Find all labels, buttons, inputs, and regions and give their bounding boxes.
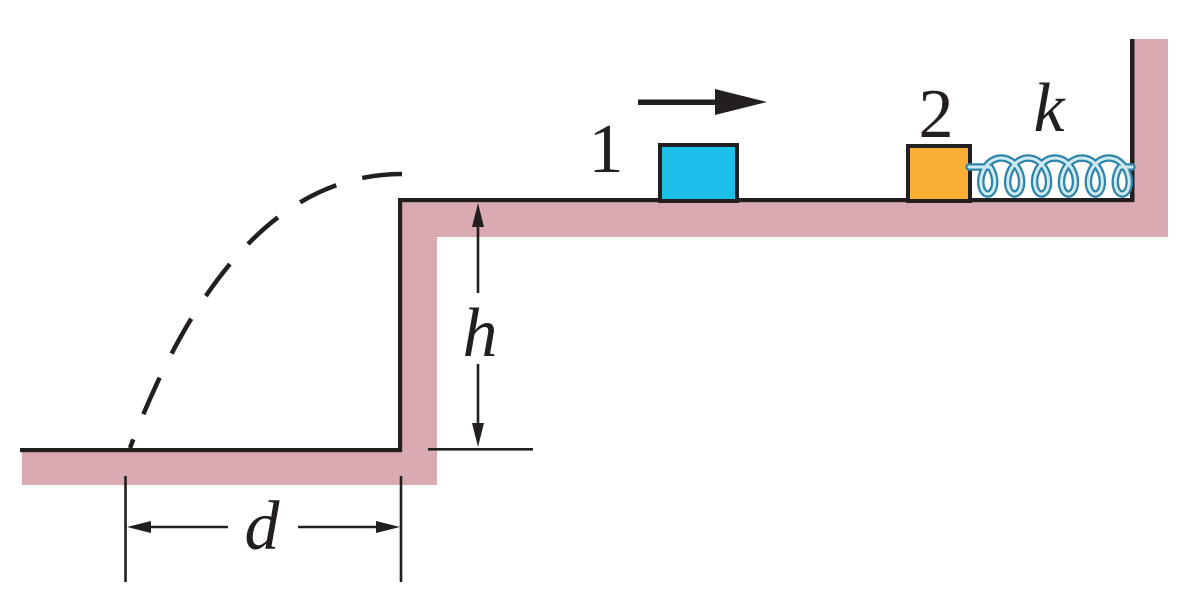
left-arrowhead-icon <box>127 521 151 533</box>
block-1-label: 1 <box>589 111 624 188</box>
spring <box>965 154 1136 198</box>
block-2 <box>906 144 972 203</box>
landing-distance-label: d <box>245 488 281 565</box>
terrain <box>20 39 1168 485</box>
spring-constant-label: k <box>1033 70 1066 147</box>
cliff-height-label: h <box>463 295 498 372</box>
block-1 <box>658 143 739 203</box>
right-wall-edge-line <box>1130 39 1135 202</box>
velocity-arrowhead-icon <box>715 89 767 115</box>
distance-dimension <box>124 476 403 582</box>
trajectory-dashed-curve <box>127 171 403 449</box>
cliff-face-fill <box>402 202 437 485</box>
velocity-arrow <box>638 89 767 115</box>
lower-ground-surface-line <box>20 448 402 453</box>
right-arrowhead-icon <box>376 521 400 533</box>
down-arrowhead-icon <box>472 423 484 447</box>
upper-platform-surface-line <box>398 198 1133 203</box>
cliff-edge-line <box>398 198 403 452</box>
lower-ground-fill <box>22 452 437 485</box>
block-2-label: 2 <box>919 76 954 153</box>
right-wall-fill <box>1134 39 1168 237</box>
height-reference-line <box>428 448 533 451</box>
spring-coil-core <box>967 156 1134 196</box>
velocity-arrow-shaft <box>638 99 722 105</box>
height-dimension <box>472 203 484 447</box>
upper-platform-fill <box>402 202 1168 237</box>
up-arrowhead-icon <box>472 203 484 227</box>
